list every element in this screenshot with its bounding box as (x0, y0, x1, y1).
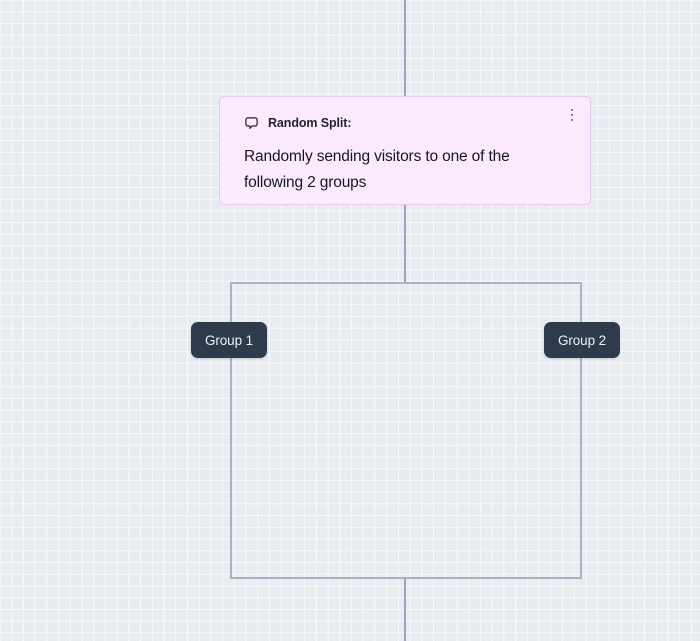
branch-node-group-2[interactable]: Group 2 (544, 322, 620, 358)
menu-dot (570, 108, 574, 112)
comment-bubble-icon (244, 116, 259, 131)
connector-trunk-middle (404, 205, 406, 283)
connector-trunk-bottom (404, 578, 406, 641)
connector-trunk-top (404, 0, 406, 97)
note-header: Random Split: (244, 114, 570, 132)
note-title: Random Split: (268, 115, 352, 130)
menu-dot (570, 118, 574, 122)
more-vertical-icon[interactable] (561, 103, 583, 127)
connector-branch-top-rail (230, 282, 582, 284)
connector-branch-right (580, 282, 582, 579)
branch-node-group-1[interactable]: Group 1 (191, 322, 267, 358)
note-body-text: Randomly sending visitors to one of the … (244, 148, 510, 191)
menu-dot (570, 113, 574, 117)
branch-label: Group 2 (557, 332, 607, 348)
connector-branch-bottom-rail (230, 577, 582, 579)
random-split-note-card[interactable]: Random Split: Randomly sending visitors … (219, 96, 591, 205)
connector-branch-left (230, 282, 232, 579)
branch-label: Group 1 (204, 332, 254, 348)
